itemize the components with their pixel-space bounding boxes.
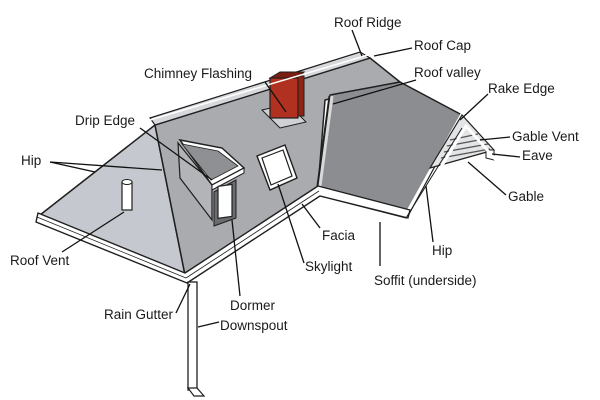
label-hip-right: Hip [432,243,452,258]
leader-lines [49,29,521,328]
label-roof-valley: Roof valley [414,65,481,80]
downspout [186,281,206,397]
label-roof-vent: Roof Vent [10,253,70,268]
roof-valley-line [318,95,334,187]
label-soffit: Soffit (underside) [374,273,477,288]
fascia-band [35,123,498,284]
roof-ridge-cap [149,54,369,121]
label-chimney-flashing: Chimney Flashing [144,66,252,81]
skylight [256,144,298,191]
roof-vent [121,179,133,211]
label-rake-edge: Rake Edge [488,81,555,96]
label-skylight: Skylight [305,259,353,274]
label-downspout: Downspout [220,318,288,333]
label-roof-cap: Roof Cap [414,38,471,53]
label-dormer: Dormer [230,298,276,313]
label-facia: Facia [322,228,356,243]
label-eave: Eave [522,148,553,163]
chimney [261,71,307,129]
dormer [177,138,246,227]
label-hip-left: Hip [21,153,41,168]
dormer-window [217,183,233,220]
label-rain-gutter: Rain Gutter [104,307,174,322]
label-roof-ridge: Roof Ridge [334,15,402,30]
gable-face [428,114,496,169]
fascia [35,185,411,284]
label-drip-edge: Drip Edge [75,113,135,128]
label-gable: Gable [508,189,544,204]
labels: Roof Ridge Roof Cap Chimney Flashing Roo… [10,15,579,333]
label-gable-vent: Gable Vent [512,129,579,144]
